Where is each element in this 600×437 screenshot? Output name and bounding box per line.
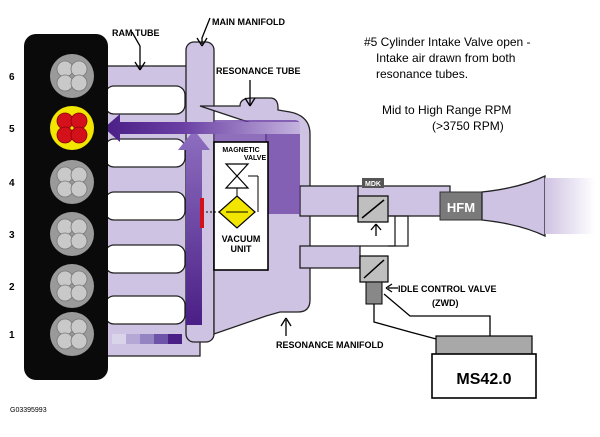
upflow-arrow <box>178 130 210 325</box>
note-line-2: Intake air drawn from both <box>376 51 515 65</box>
valve-head <box>56 74 74 92</box>
resonance-flap <box>200 198 204 228</box>
idle-valve-actuator <box>365 281 383 305</box>
valve-head <box>56 126 74 144</box>
figure-code: G03395993 <box>10 407 47 414</box>
cylinder-number-6: 6 <box>9 72 15 83</box>
valve-head <box>70 60 88 78</box>
cylinder-5-valves <box>50 106 94 150</box>
cylinder-1-valves <box>50 312 94 356</box>
hfm-label: HFM <box>447 200 475 215</box>
ram-tube-1 <box>104 295 186 325</box>
cylinder-6-valves <box>50 54 94 98</box>
cylinder-4-valves <box>50 160 94 204</box>
cylinder-bore <box>50 160 94 204</box>
air-intake-horn <box>481 174 546 238</box>
zwd-label: (ZWD) <box>432 298 459 308</box>
cylinder-bore <box>50 264 94 308</box>
valve-head <box>70 232 88 250</box>
note-line-4: Mid to High Range RPM <box>382 103 511 117</box>
valve-head <box>56 112 74 130</box>
magnetic-valve-label-2: VALVE <box>244 155 267 162</box>
cylinder-number-1: 1 <box>9 330 15 341</box>
cylinder-3-valves <box>50 212 94 256</box>
ram-tube-4 <box>104 138 186 168</box>
valve-head <box>70 74 88 92</box>
cylinder-2-valves <box>50 264 94 308</box>
main-manifold-label: MAIN MANIFOLD <box>212 17 285 27</box>
ram-tube-label: RAM TUBE <box>112 28 160 38</box>
mdk-label: MDK <box>365 181 381 188</box>
engine-block <box>24 34 182 380</box>
intake-air-inlet <box>545 178 595 234</box>
valve-head <box>70 332 88 350</box>
note-line-5: (>3750 RPM) <box>432 119 504 133</box>
ecu-label: MS42.0 <box>456 371 511 388</box>
resonance-tube-label: RESONANCE TUBE <box>216 66 301 76</box>
ram-tube-3 <box>104 191 186 221</box>
valve-head <box>56 232 74 250</box>
cylinder-number-4: 4 <box>9 178 15 189</box>
ecu-module: MS42.0 <box>431 335 537 399</box>
ram-tube-2 <box>104 244 186 274</box>
valve-head <box>70 112 88 130</box>
valve-head <box>56 180 74 198</box>
callouts <box>131 17 398 336</box>
bypass-pipe <box>299 245 361 269</box>
cylinder-number-3: 3 <box>9 230 15 241</box>
valve-head <box>56 284 74 302</box>
mdk-label-box <box>362 178 384 188</box>
cylinder-number-5: 5 <box>9 124 15 135</box>
cylinder-bore <box>50 312 94 356</box>
note-line-1: #5 Cylinder Intake Valve open - <box>364 35 531 49</box>
cylinder-bore <box>50 54 94 98</box>
vacuum-unit-label: VACUUM <box>222 234 261 244</box>
magnetic-valve-icon <box>224 163 250 177</box>
intake-tract: MDK HFM <box>357 174 595 305</box>
valve-head <box>56 332 74 350</box>
cylinder-numbers: 6 5 4 3 2 1 <box>9 72 15 341</box>
vacuum-unit-label-2: UNIT <box>231 244 252 254</box>
idle-control-valve-label: IDLE CONTROL VALVE <box>398 284 497 294</box>
outlet-pipe <box>299 185 361 217</box>
ram-tubes <box>104 85 186 325</box>
valve-head <box>56 60 74 78</box>
resonance-manifold-label: RESONANCE MANIFOLD <box>276 340 384 350</box>
vacuum-unit-group: MAGNETIC VALVE VACUUM UNIT <box>200 141 269 271</box>
ram-tube-6 <box>104 85 186 115</box>
cylinder-bore <box>50 212 94 256</box>
valve-head <box>70 284 88 302</box>
valve-head <box>70 180 88 198</box>
cylinder5-inflow-arrow <box>104 114 300 142</box>
cylinder-number-2: 2 <box>9 282 15 293</box>
magnetic-valve-label: MAGNETIC <box>222 147 259 154</box>
note-line-3: resonance tubes. <box>376 67 468 81</box>
explanation: #5 Cylinder Intake Valve open - Intake a… <box>364 35 531 133</box>
wiring <box>373 293 491 341</box>
cylinder-bore <box>50 106 94 150</box>
valve-head <box>70 126 88 144</box>
